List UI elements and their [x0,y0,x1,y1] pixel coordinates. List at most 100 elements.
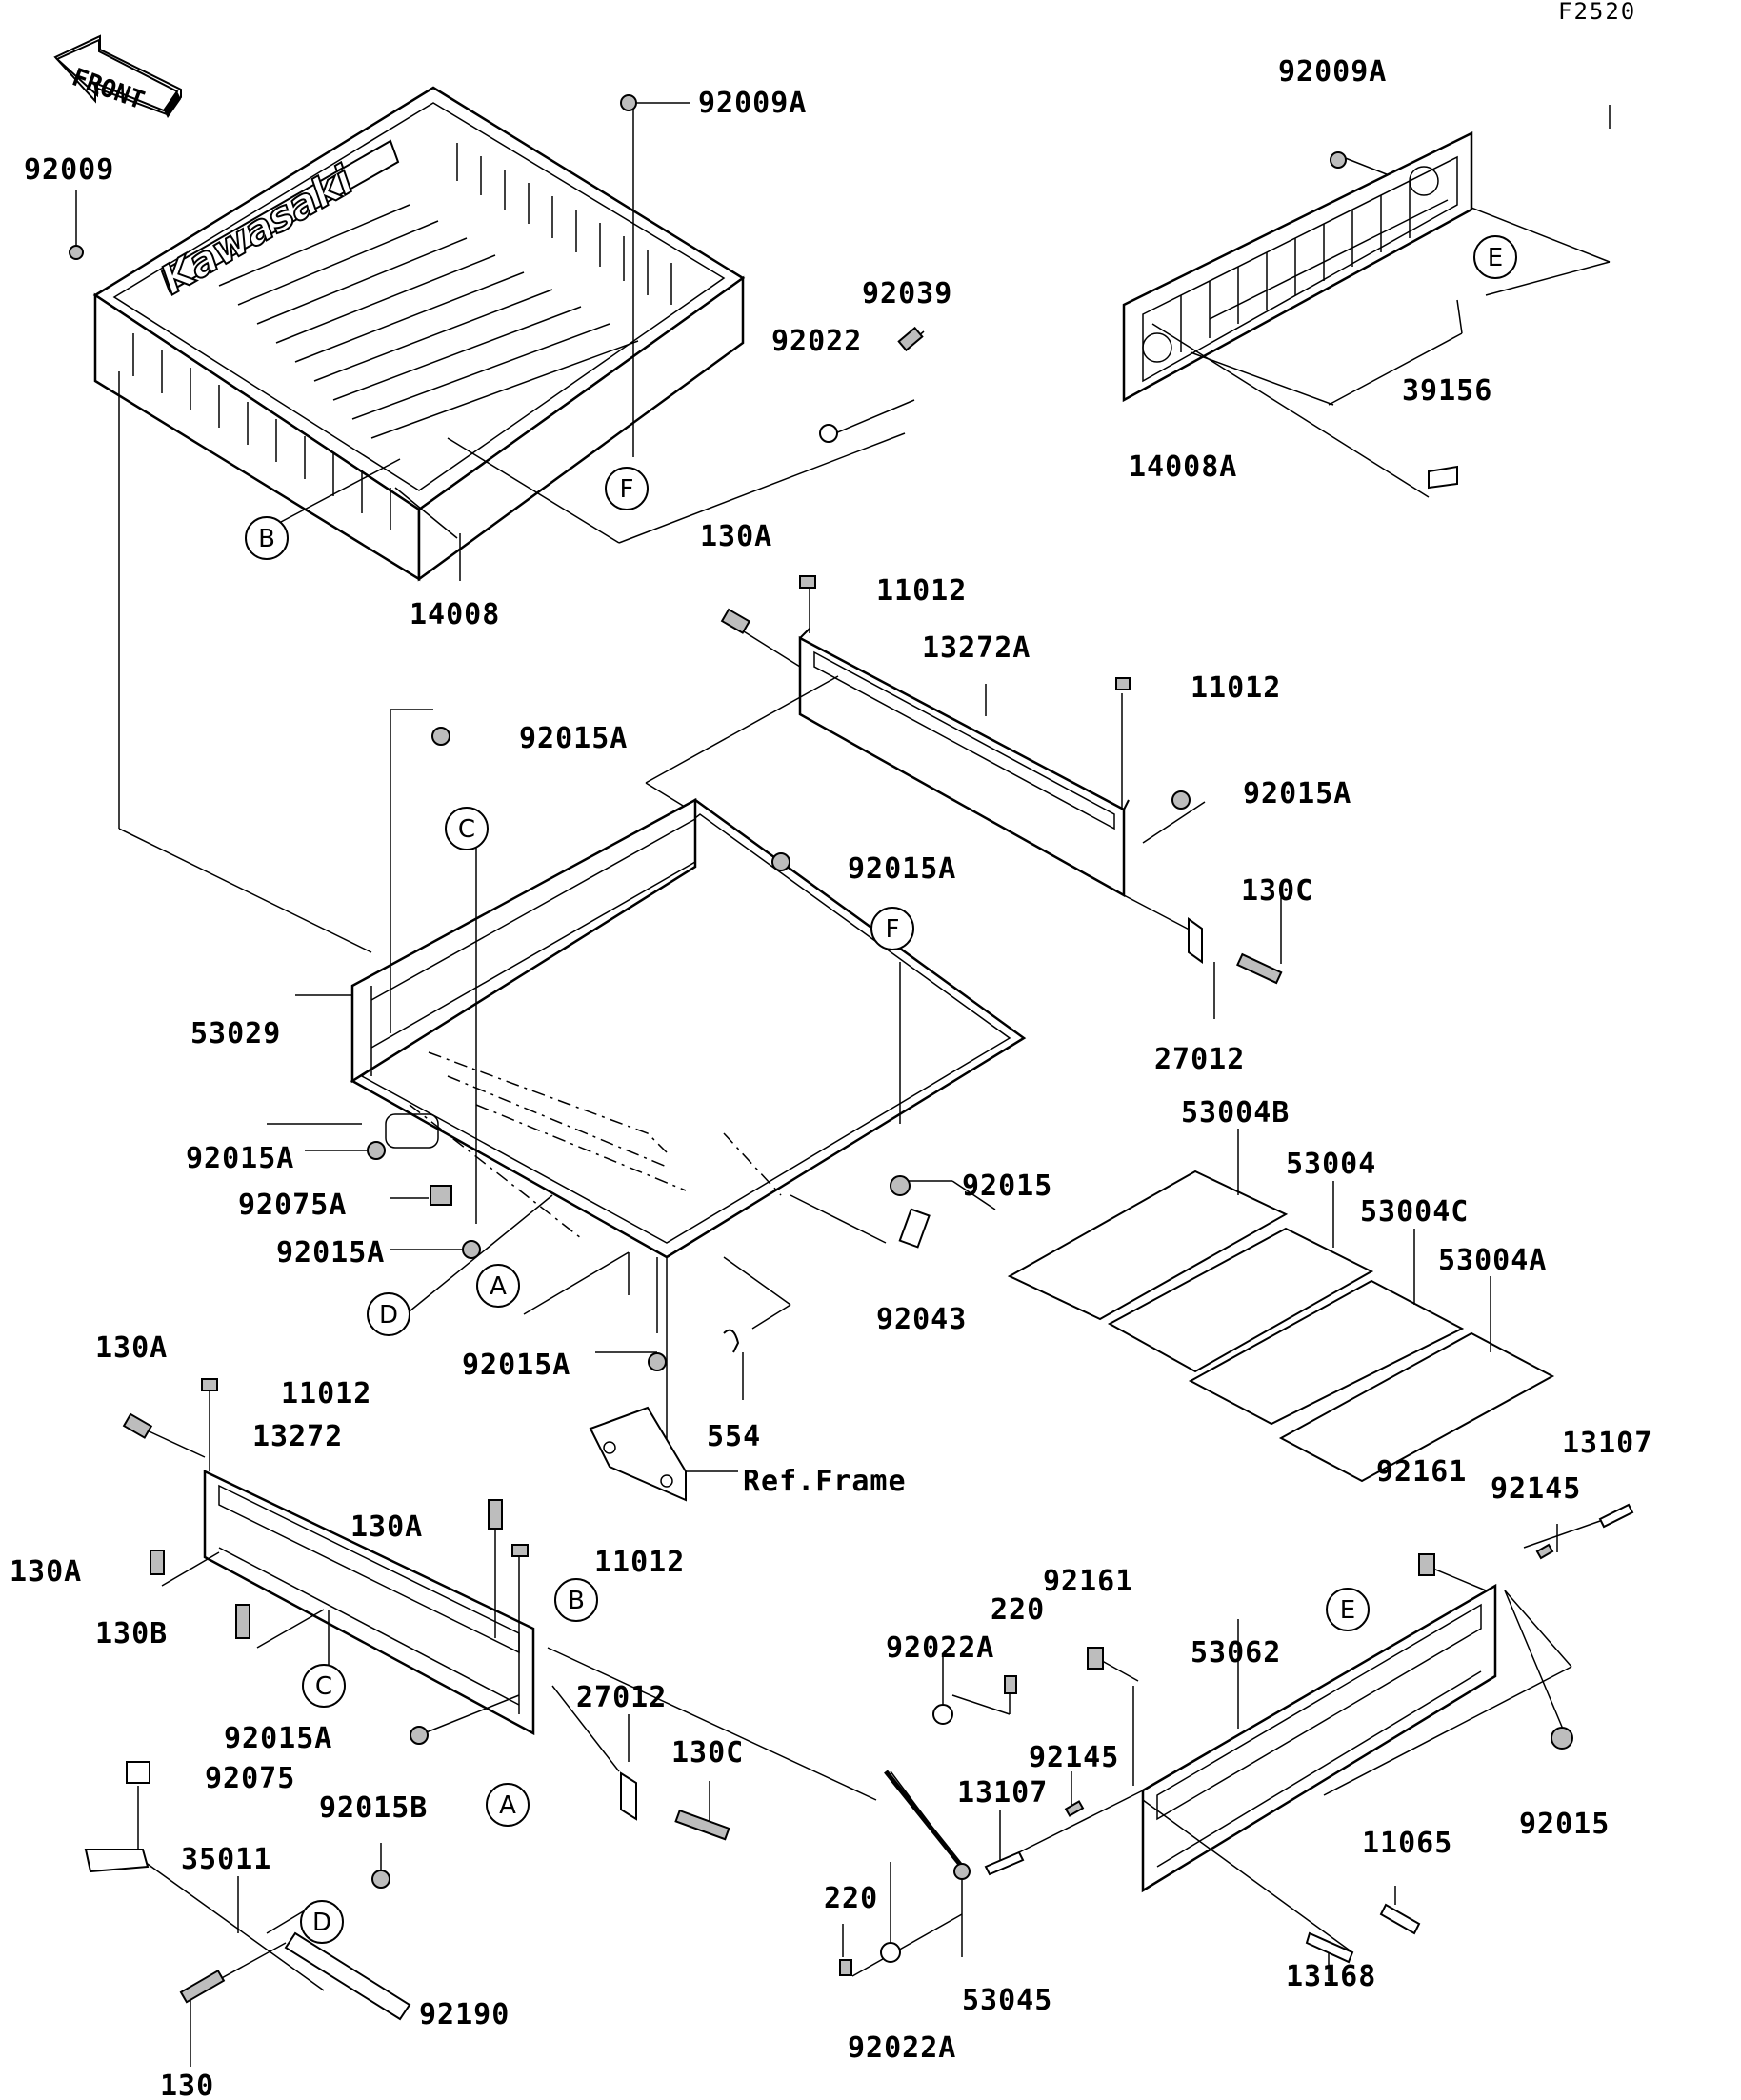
pad-92075A [430,1185,452,1206]
svg-text:A: A [499,1791,516,1820]
pin-13168 [1305,1931,1354,1964]
pin-92145-a [1535,1543,1554,1560]
tailgate-panel-14008A [1122,130,1473,498]
cargo-bed-14008: Kawasaki [92,86,746,582]
washer-92022A-a [932,1704,953,1725]
label-130C-top: 130C [1241,874,1313,908]
svg-text:F: F [620,475,634,504]
label-130B: 130B [95,1617,168,1650]
bracket-27012-top [1188,917,1203,964]
nut-92015B [371,1870,390,1889]
label-27012-bottom: 27012 [576,1681,667,1714]
svg-text:D: D [379,1301,398,1330]
label-11065: 11065 [1362,1827,1452,1860]
label-53029: 53029 [190,1017,281,1050]
pin-92043 [898,1208,931,1249]
bed-frame-53029 [350,797,1027,1259]
nut-92015A-f [648,1352,667,1371]
label-14008: 14008 [410,598,500,631]
bolt-130A-left [122,1412,153,1439]
label-92075A: 92075A [238,1189,347,1222]
part-92161-b [1087,1647,1104,1670]
label-92015A-2: 92015A [1243,777,1351,810]
label-130A-mid: 130A [350,1510,423,1544]
label-92015A-7: 92015A [224,1722,332,1755]
svg-text:B: B [258,525,275,553]
label-220-b: 220 [824,1882,878,1915]
label-11012-b: 11012 [1191,671,1281,705]
svg-text:E: E [1340,1596,1355,1625]
bolt-130B [235,1604,250,1639]
nut-92015-right [1551,1727,1573,1750]
label-92009: 92009 [24,153,114,187]
label-92161-a: 92161 [1376,1455,1467,1489]
callout-D-bottom: D [300,1900,344,1944]
label-92015A-6: 92015A [462,1349,570,1382]
label-13107-a: 13107 [1562,1427,1652,1460]
frame-reference [589,1406,687,1502]
label-35011: 35011 [181,1843,271,1876]
diagram-code: F2520 [1558,0,1636,25]
callout-B-top: B [245,516,289,560]
callout-A-mid: A [476,1264,520,1308]
label-92015-mid: 92015 [962,1170,1052,1203]
label-92145-b: 92145 [1029,1741,1119,1774]
label-92015A-5: 92015A [276,1236,385,1270]
bolt-130C-bottom [674,1809,730,1841]
label-92009A-right: 92009A [1278,55,1387,89]
callout-C-bottom: C [302,1664,346,1708]
sleeve-92190 [284,1931,411,2021]
callout-F-top: F [605,467,649,510]
nut-92015A-a [431,727,450,746]
label-14008A: 14008A [1129,450,1237,484]
bolt-130C-top [1236,952,1283,985]
cap-92075 [126,1761,150,1784]
pin-13107-b [984,1850,1025,1876]
bracket-27012-bottom [620,1771,637,1821]
bolt-130 [179,1969,226,2004]
callout-C-top: C [445,807,489,850]
label-92022: 92022 [771,325,862,358]
label-92190: 92190 [419,1998,510,2031]
svg-text:F: F [886,915,900,944]
part-92161-a [1418,1553,1435,1576]
pin-92145-b [1064,1800,1085,1817]
bolt-220-a [1004,1675,1017,1694]
bolt-130A-mid [488,1499,503,1530]
fastener-92009A-right [1330,151,1347,169]
label-130: 130 [160,2070,214,2100]
label-53045: 53045 [962,1984,1052,2017]
label-11012-d: 11012 [594,1546,685,1579]
bolt-220-b [839,1959,852,1976]
part-39156 [1428,465,1458,490]
callout-E-bottom: E [1326,1588,1370,1631]
label-92015A-1: 92015A [519,722,628,755]
nut-11012-b [1115,677,1131,690]
mat-53004B [1007,1170,1289,1321]
label-130C-bottom: 130C [671,1736,744,1770]
label-53004B: 53004B [1181,1096,1290,1130]
nut-11012-d [511,1544,529,1557]
callout-F-mid: F [870,907,914,950]
label-13272A: 13272A [922,631,1031,665]
label-92015A-3: 92015A [848,852,956,886]
label-130A-left: 130A [95,1331,168,1365]
svg-text:C: C [315,1672,332,1701]
mat-53004 [1107,1227,1374,1373]
label-92022A-a: 92022A [886,1631,994,1665]
label-92015A-4: 92015A [186,1142,294,1175]
label-53004C: 53004C [1360,1195,1469,1229]
label-92075: 92075 [205,1762,295,1795]
label-13168: 13168 [1286,1960,1376,1993]
label-92015-right: 92015 [1519,1808,1610,1841]
svg-text:C: C [458,815,475,844]
label-92015B: 92015B [319,1791,428,1825]
pin-11065 [1379,1903,1421,1935]
nut-92015A-b [771,852,790,871]
label-11012-c: 11012 [281,1377,371,1410]
nut-11012-a [799,575,816,589]
fastener-92009A-top [620,94,637,111]
label-92039: 92039 [862,277,952,310]
label-53004: 53004 [1286,1148,1376,1181]
